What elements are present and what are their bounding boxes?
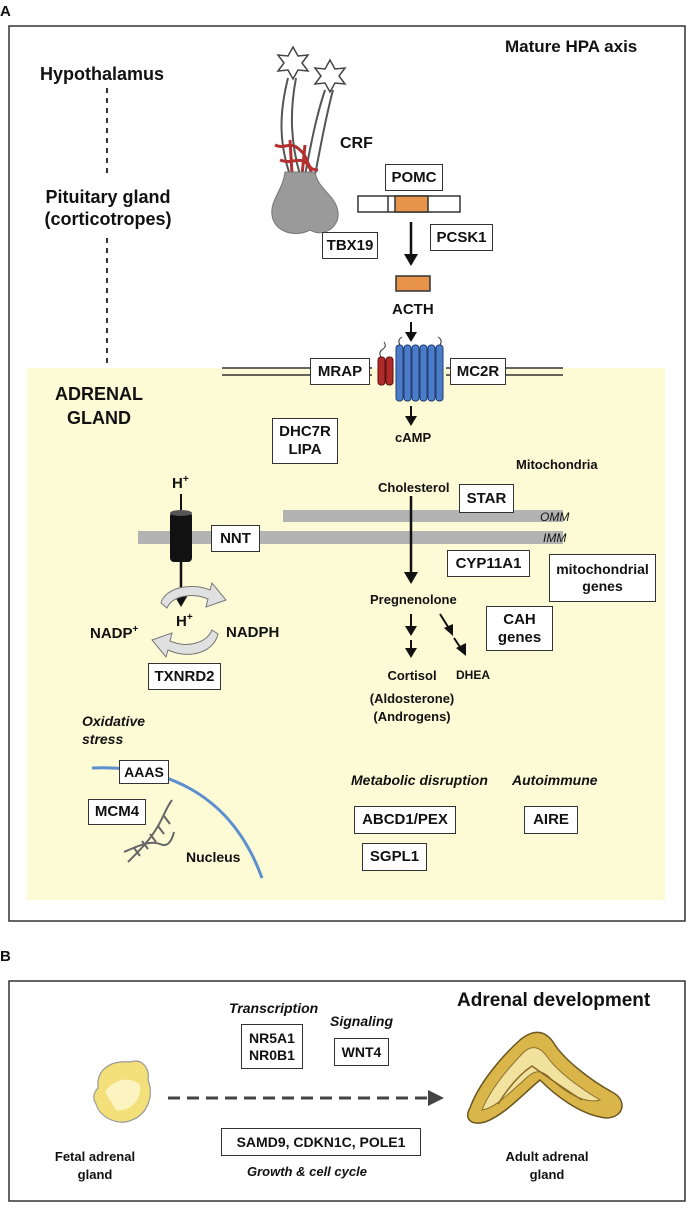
autoimmune-label: Autoimmune: [512, 772, 598, 788]
h-plus-top: H+: [172, 474, 189, 492]
mrap-box: MRAP: [310, 358, 370, 385]
androgens-label: (Androgens): [373, 709, 451, 724]
metabolic-disruption-label: Metabolic disruption: [351, 772, 488, 788]
acth-segment: [394, 195, 429, 213]
panel-b-frame: [8, 980, 686, 1202]
inner-mito-membrane: [138, 531, 563, 544]
camp-label: cAMP: [395, 430, 432, 445]
axon-icon: [280, 77, 334, 176]
nr5a1-label: NR5A1: [249, 1029, 295, 1046]
h-plus-mid-text: H: [176, 613, 187, 630]
nadp-label: NADP+: [90, 624, 138, 642]
abcd1-pex-box: ABCD1/PEX: [354, 806, 456, 834]
fetal-gland-label: Fetal adrenal gland: [40, 1148, 150, 1184]
panel-b-letter: B: [0, 948, 11, 965]
h-plus-mid: H+: [176, 612, 193, 630]
dhea-label: DHEA: [456, 668, 491, 682]
dna-icon: [123, 799, 175, 863]
nadp-sup: +: [132, 624, 139, 635]
adrenal-gland-label: ADRENAL GLAND: [44, 382, 154, 430]
adrenal-line2: GLAND: [67, 408, 131, 428]
cortisol-label: Cortisol: [387, 668, 437, 683]
panel-a-frame: [8, 25, 686, 922]
nuclear-envelope: [91, 766, 264, 879]
cah-genes-box: CAH genes: [486, 606, 553, 651]
oxidative-line2: stress: [82, 731, 124, 747]
redox-cycle-icon: [151, 581, 227, 659]
mcm4-box: MCM4: [88, 799, 146, 825]
h-plus-mid-sup: +: [186, 612, 193, 623]
nr5a1-nr0b1-box: NR5A1 NR0B1: [241, 1024, 303, 1069]
h-plus-top-sup: +: [182, 474, 189, 485]
aire-box: AIRE: [524, 806, 578, 834]
transcription-label: Transcription: [229, 1000, 319, 1016]
hypothalamus-label: Hypothalamus: [40, 64, 165, 84]
oxidative-stress-label: Oxidative stress: [82, 712, 145, 748]
nadp-text: NADP: [90, 625, 133, 642]
neuron-icon: [276, 45, 347, 94]
cah-line2: genes: [497, 628, 542, 646]
acth-peptide: [395, 275, 431, 292]
pituitary-gland-icon: [271, 171, 339, 234]
pcsk1-box: PCSK1: [430, 224, 493, 251]
mc2r-receptor-icon: [395, 344, 444, 402]
panel-a-letter: A: [0, 3, 11, 20]
aldosterone-label: (Aldosterone): [369, 691, 455, 706]
adrenal-line1: ADRENAL: [55, 384, 143, 404]
mrap-protein-icon: [377, 356, 394, 386]
panel-a-title: Mature HPA axis: [505, 37, 638, 56]
cyp11a1-box: CYP11A1: [447, 550, 530, 577]
aldosterone-androgens-label: (Aldosterone) (Androgens): [362, 690, 462, 726]
adult-line2: gland: [529, 1167, 565, 1182]
adult-gland-label: Adult adrenal gland: [492, 1148, 602, 1184]
imm-label: IMM: [543, 531, 567, 545]
h-plus-top-text: H: [172, 475, 183, 492]
pomc-box: POMC: [385, 164, 443, 191]
mitochondrial-genes-box: mitochondrial genes: [549, 554, 656, 602]
mc2r-box: MC2R: [450, 358, 506, 385]
oxidative-line1: Oxidative: [82, 713, 146, 729]
crf-label: CRF: [340, 135, 373, 152]
acth-label: ACTH: [392, 301, 434, 318]
growth-cell-cycle-label: Growth & cell cycle: [247, 1164, 367, 1179]
aaas-box: AAAS: [119, 760, 169, 784]
dhc7r-label: DHC7R: [279, 423, 331, 440]
samd9-cdkn1c-pole1-box: SAMD9, CDKN1C, POLE1: [221, 1128, 421, 1156]
mito-genes-line2: genes: [582, 578, 623, 594]
pregnenolone-label: Pregnenolone: [370, 592, 457, 607]
nucleus-label: Nucleus: [186, 849, 241, 865]
cholesterol-label: Cholesterol: [378, 480, 450, 495]
nnt-box: NNT: [211, 525, 260, 552]
tbx19-box: TBX19: [322, 232, 378, 259]
fetal-line2: gland: [77, 1167, 113, 1182]
omm-label: OMM: [540, 510, 570, 524]
pituitary-line1: Pituitary gland: [45, 187, 171, 207]
adult-line1: Adult adrenal: [505, 1149, 589, 1164]
lipa-label: LIPA: [288, 441, 322, 458]
dhc7r-lipa-box: DHC7R LIPA: [272, 418, 338, 464]
pituitary-label: Pituitary gland (corticotropes): [30, 186, 186, 230]
wnt4-box: WNT4: [334, 1038, 389, 1066]
mitochondria-label: Mitochondria: [516, 457, 598, 472]
adult-gland-icon: [466, 1031, 623, 1124]
nadph-label: NADPH: [226, 624, 280, 641]
mito-genes-line1: mitochondrial: [556, 561, 649, 578]
outer-mito-membrane: [283, 510, 563, 522]
panel-b-title: Adrenal development: [457, 990, 651, 1011]
nnt-channel-icon: [170, 512, 192, 562]
fetal-line1: Fetal adrenal: [54, 1149, 136, 1164]
pituitary-line2: (corticotropes): [44, 209, 172, 229]
cah-line1: CAH: [503, 610, 536, 628]
signaling-label: Signaling: [330, 1013, 393, 1029]
txnrd2-box: TXNRD2: [148, 663, 221, 690]
star-box: STAR: [459, 484, 514, 513]
nr0b1-label: NR0B1: [249, 1046, 295, 1063]
sgpl1-box: SGPL1: [362, 843, 427, 871]
